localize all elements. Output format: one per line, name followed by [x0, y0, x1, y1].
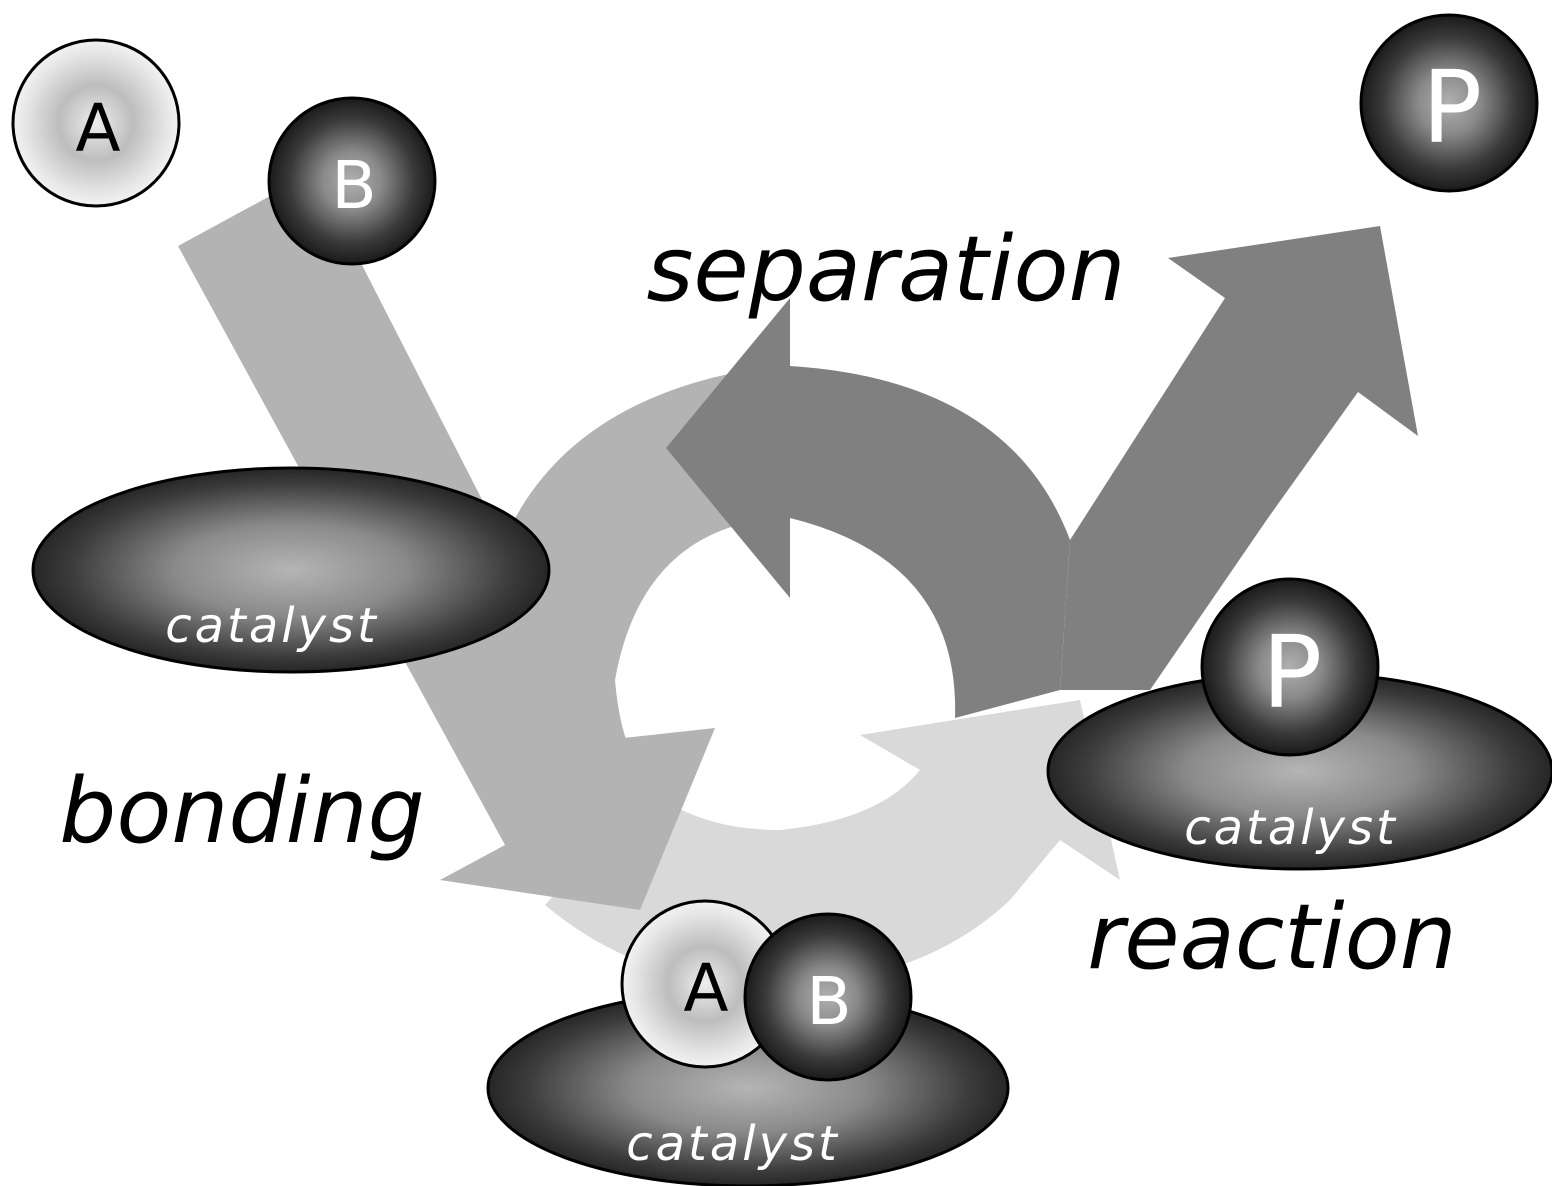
- bonding-label: bonding: [59, 759, 425, 864]
- molecule-b-bound-label: B: [806, 963, 851, 1040]
- reaction-label: reaction: [1087, 885, 1456, 990]
- molecule-a-bound-label: A: [683, 950, 728, 1027]
- molecule-p-free: P: [1359, 13, 1539, 193]
- molecule-p-free-label: P: [1422, 49, 1482, 166]
- molecule-b-free-label: B: [331, 147, 376, 224]
- catalyst-left-ellipse: [31, 466, 551, 674]
- catalyst-left: catalyst: [31, 466, 551, 674]
- molecule-a-free-label: A: [75, 90, 120, 167]
- product-release-arrow: [1060, 226, 1418, 690]
- separation-label: separation: [646, 217, 1125, 322]
- molecule-a-free: A: [11, 38, 181, 208]
- separation-cycle-arrow: [666, 298, 1070, 718]
- catalyst-bottom-label: catalyst: [626, 1116, 840, 1172]
- molecule-a-bound: A: [620, 899, 790, 1069]
- molecule-p-bound-label: P: [1262, 614, 1322, 731]
- molecule-b-bound: B: [743, 912, 913, 1082]
- separation-arrow-group: [666, 226, 1418, 718]
- molecule-p-bound: P: [1200, 577, 1380, 757]
- catalyst-left-label: catalyst: [165, 598, 379, 654]
- catalyst-right-label: catalyst: [1184, 800, 1398, 856]
- molecule-b-free: B: [267, 96, 437, 266]
